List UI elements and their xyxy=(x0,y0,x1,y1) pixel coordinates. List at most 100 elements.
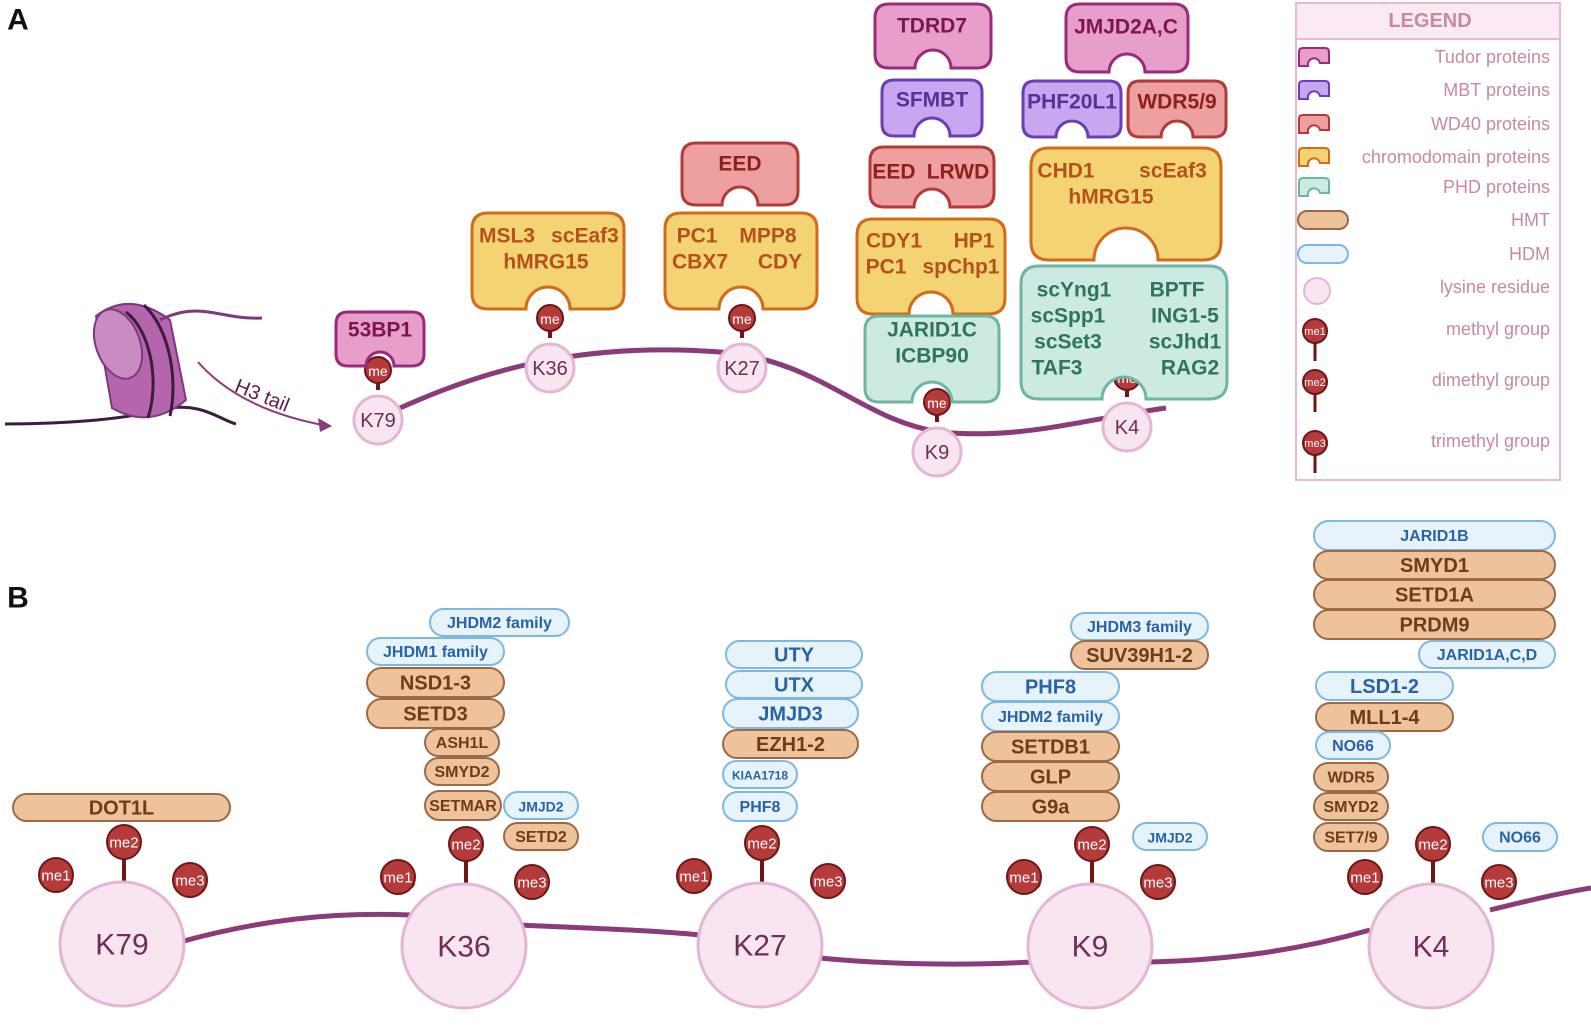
hmt-swatch-icon xyxy=(1297,210,1349,230)
hdm-pill xyxy=(1482,822,1558,852)
reader-label: CHD1 xyxy=(1037,160,1094,183)
hmt-pill xyxy=(12,793,231,822)
legend-item-tudor: Tudor proteins xyxy=(1298,47,1550,67)
enzyme-label: NSD1-3 xyxy=(400,673,471,695)
enzyme-label: EZH1-2 xyxy=(756,734,825,756)
hdm-pill xyxy=(1418,640,1556,669)
methyl-label: me3 xyxy=(175,873,204,890)
lysine-label: K27 xyxy=(724,358,760,380)
methyl-marker: me xyxy=(536,304,564,338)
lysine-b-K9: K9 xyxy=(1026,882,1154,1010)
enzyme-label: JARID1B xyxy=(1400,528,1468,545)
tail-start xyxy=(159,309,263,322)
tudor-swatch-icon xyxy=(1298,47,1330,67)
hmt-pill xyxy=(1313,609,1556,640)
panel-b-tail xyxy=(179,885,1591,967)
reader-53bp1 xyxy=(334,310,426,368)
reader-k4-phd xyxy=(1019,264,1229,401)
hdm-swatch-icon xyxy=(1297,244,1349,264)
h3-tail-label: H3 tail xyxy=(232,375,293,417)
lysine-circle xyxy=(1101,401,1153,453)
legend-label: Tudor proteins xyxy=(1435,47,1550,67)
reader-label: JARID1C xyxy=(887,319,977,342)
panel-label-a: A xyxy=(7,4,29,37)
reader-label: RAG2 xyxy=(1161,357,1219,380)
enzyme-hdm: PHF8 xyxy=(722,791,798,822)
reader-k36-chromo xyxy=(470,211,626,311)
legend-item-hdm: HDM xyxy=(1297,244,1550,264)
methyl-ball xyxy=(810,863,846,899)
methyl-ball xyxy=(728,304,756,332)
enzyme-label: ASH1L xyxy=(436,735,489,752)
enzyme-label: JMJD2 xyxy=(518,799,563,815)
methyl-marker-me2: me2 xyxy=(1074,826,1110,884)
methyl-label: me xyxy=(540,311,560,327)
methyl-marker-me2: me2 xyxy=(448,826,484,884)
hmt-pill xyxy=(424,757,500,786)
methyl-ball xyxy=(1074,826,1110,862)
enzyme-label: KIAA1718 xyxy=(732,769,788,783)
hdm-pill xyxy=(1315,731,1391,760)
reader-k9-chromo xyxy=(855,217,1007,316)
methyl-marker-me1: me1 xyxy=(38,857,74,893)
reader-label: MPP8 xyxy=(739,225,797,248)
reader-k27-chromo xyxy=(663,211,819,311)
chromo-swatch-icon xyxy=(1298,147,1330,167)
reader-label: CDY xyxy=(758,251,802,274)
methyl-label: me2 xyxy=(1304,377,1325,389)
methyl-label: me xyxy=(368,363,388,379)
reader-label: scYng1 xyxy=(1037,279,1112,302)
enzyme-hmt: GLP xyxy=(981,761,1120,792)
methyl-marker: me xyxy=(364,356,392,390)
reader-label: CDY1 xyxy=(866,230,922,253)
methyl-ball xyxy=(1006,859,1042,895)
lysine-a-K27: K27 xyxy=(716,342,768,394)
enzyme-label: SMYD2 xyxy=(434,764,489,781)
methyl-ball xyxy=(536,304,564,332)
mbt-swatch-icon xyxy=(1298,80,1330,100)
lysine-swatch-icon xyxy=(1303,277,1331,305)
enzyme-hdm: JMJD2 xyxy=(503,791,579,820)
enzyme-label: NO66 xyxy=(1332,738,1374,755)
reader-k9-mbt xyxy=(880,78,984,138)
core-face xyxy=(92,308,144,380)
reader-label: scJhd1 xyxy=(1149,331,1222,354)
legend-item-wd40: WD40 proteins xyxy=(1298,114,1550,134)
methyl-label: me2 xyxy=(451,837,480,854)
legend-item-phd: PHD proteins xyxy=(1298,177,1550,197)
reader-label: SFMBT xyxy=(896,89,968,112)
methyl-ball xyxy=(1481,864,1517,900)
methyl-ball xyxy=(514,864,550,900)
methyl-label: me2 xyxy=(747,836,776,853)
reader-label: spChp1 xyxy=(922,256,999,279)
reader-label: scSpp1 xyxy=(1031,305,1106,328)
enzyme-label: SMYD2 xyxy=(1323,799,1378,816)
enzyme-label: PHF8 xyxy=(1025,677,1076,699)
enzyme-hmt: SETD1A xyxy=(1313,579,1556,610)
methyl-ball xyxy=(172,862,208,898)
enzyme-hmt: SUV39H1-2 xyxy=(1070,640,1209,670)
lysine-a-K4: K4 xyxy=(1101,401,1153,453)
reader-label: scEaf3 xyxy=(1139,160,1207,183)
reader-label: CBX7 xyxy=(672,251,728,274)
methyl-label: me1 xyxy=(1009,870,1038,887)
methyl-label: me xyxy=(927,395,947,411)
lysine-label: K79 xyxy=(360,410,396,432)
hdm-pill xyxy=(722,698,859,729)
enzyme-hmt: SMYD2 xyxy=(424,757,500,786)
enzyme-hmt: G9a xyxy=(981,791,1120,822)
methyl-ball xyxy=(1302,369,1328,395)
methyl-marker-me3: me3 xyxy=(810,863,846,899)
hdm-pill xyxy=(722,760,798,789)
legend-label: WD40 proteins xyxy=(1431,114,1550,134)
hdm-pill xyxy=(722,791,798,822)
enzyme-hmt: ASH1L xyxy=(424,728,500,757)
methyl-marker-me3: me3 xyxy=(1481,864,1517,900)
reader-k9-tudor xyxy=(873,2,993,70)
reader-label: BPTF xyxy=(1150,279,1205,302)
methyl-label: me2 xyxy=(1418,837,1447,854)
legend-label: lysine residue xyxy=(1440,277,1550,297)
reader-label: PC1 xyxy=(677,225,718,248)
